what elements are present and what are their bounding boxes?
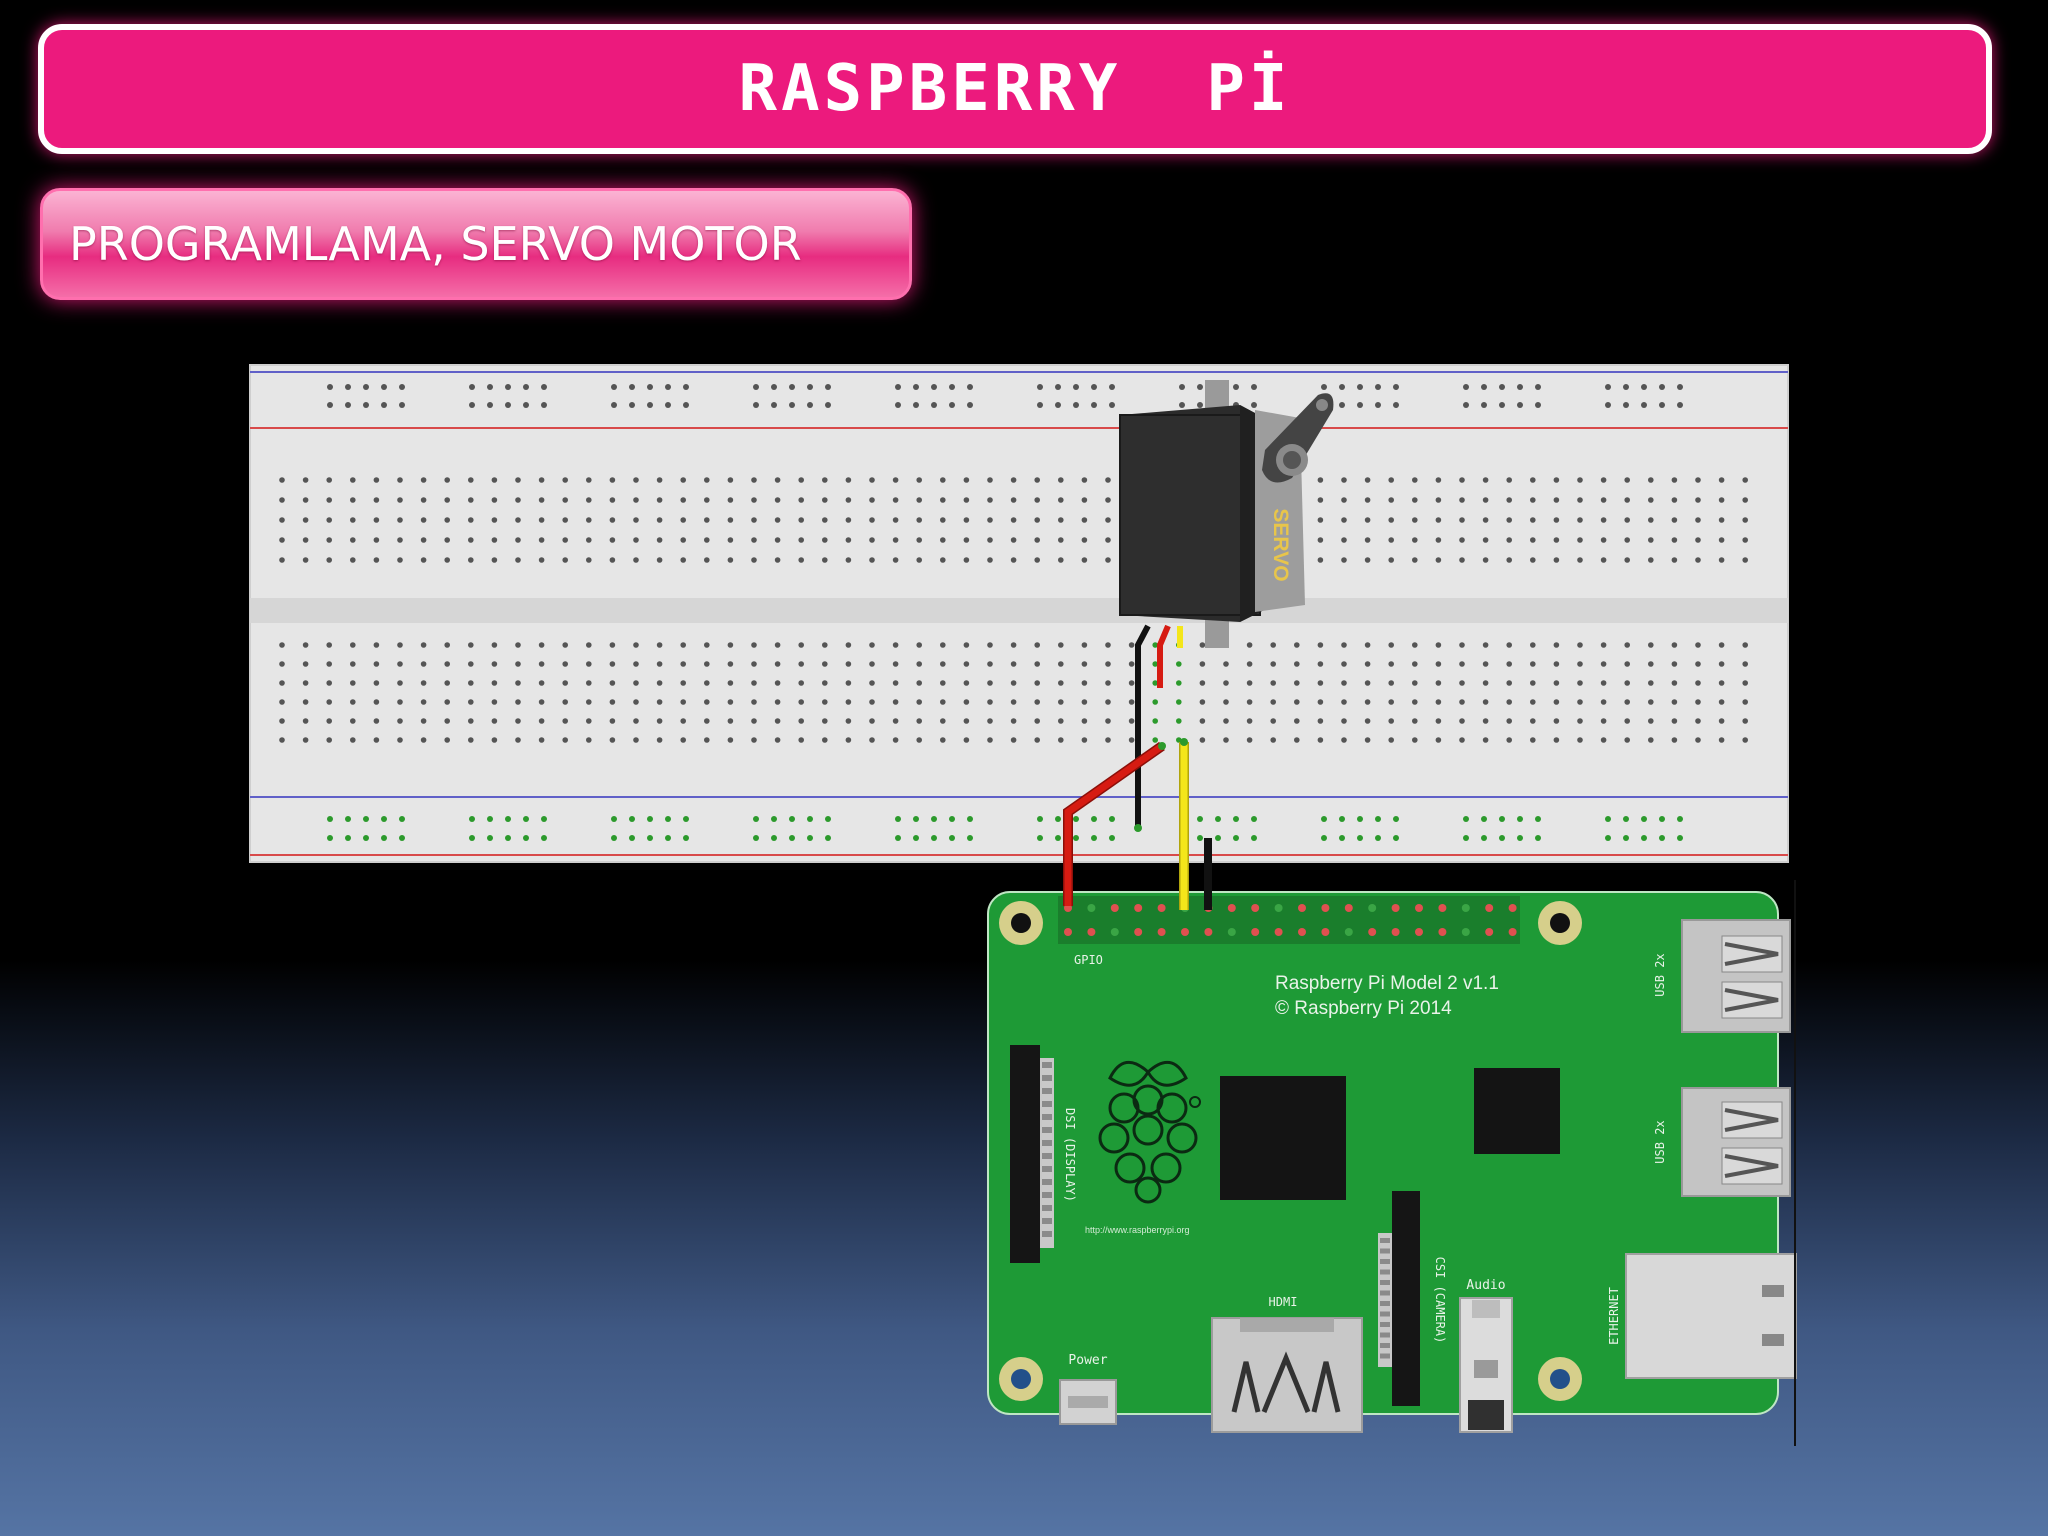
- soc-chip: [1220, 1076, 1346, 1200]
- csi-connector: [1378, 1191, 1420, 1406]
- usb-port-top: [1681, 919, 1791, 1033]
- power-label: Power: [1068, 1353, 1107, 1368]
- servo-motor: SERVO: [1119, 380, 1334, 648]
- wire-5v-red: [1064, 743, 1165, 906]
- dsi-connector: [1010, 1045, 1054, 1263]
- ethernet-label: ETHERNET: [1607, 1287, 1621, 1345]
- logo-url: http://www.raspberrypi.org: [1085, 1225, 1190, 1235]
- audio-jack: [1459, 1297, 1513, 1433]
- usb-port-bottom: [1681, 1087, 1791, 1197]
- raspberry-pi-logo-icon: [1098, 1061, 1201, 1204]
- slide-title: RASPBERRY Pİ: [738, 52, 1292, 126]
- usb-controller-chip: [1474, 1068, 1560, 1154]
- hdmi-port: [1211, 1317, 1363, 1433]
- breadboard: [249, 364, 1789, 863]
- slide-subtitle: PROGRAMLAMA, SERVO MOTOR: [69, 217, 802, 271]
- gpio-label: GPIO: [1074, 953, 1103, 967]
- ethernet-port: [1625, 1253, 1797, 1379]
- gpio-header: [1058, 896, 1520, 944]
- mounting-holes: [999, 901, 1582, 1401]
- slide-title-bar: RASPBERRY Pİ: [38, 24, 1992, 154]
- wires: [1063, 624, 1212, 910]
- wire-servo-red: [1157, 624, 1171, 688]
- board-copyright: © Raspberry Pi 2014: [1275, 998, 1452, 1019]
- slide-subtitle-bar: PROGRAMLAMA, SERVO MOTOR: [40, 188, 912, 300]
- breadboard-connected-holes: [327, 642, 1683, 841]
- servo-label: SERVO: [1269, 508, 1292, 581]
- hdmi-label: HDMI: [1269, 1295, 1298, 1309]
- csi-label: CSI (CAMERA): [1433, 1257, 1447, 1344]
- board-name: Raspberry Pi Model 2 v1.1: [1275, 973, 1499, 994]
- dsi-label: DSI (DISPLAY): [1063, 1108, 1077, 1202]
- usb-top-label: USB 2x: [1653, 953, 1667, 996]
- audio-label: Audio: [1466, 1278, 1505, 1293]
- raspberry-pi-board: GPIO Raspberry Pi Model 2 v1.1 © Raspber…: [987, 891, 1797, 1433]
- breadboard-holes: [279, 384, 1748, 743]
- usb-bottom-label: USB 2x: [1653, 1120, 1667, 1163]
- power-port: [1059, 1379, 1117, 1425]
